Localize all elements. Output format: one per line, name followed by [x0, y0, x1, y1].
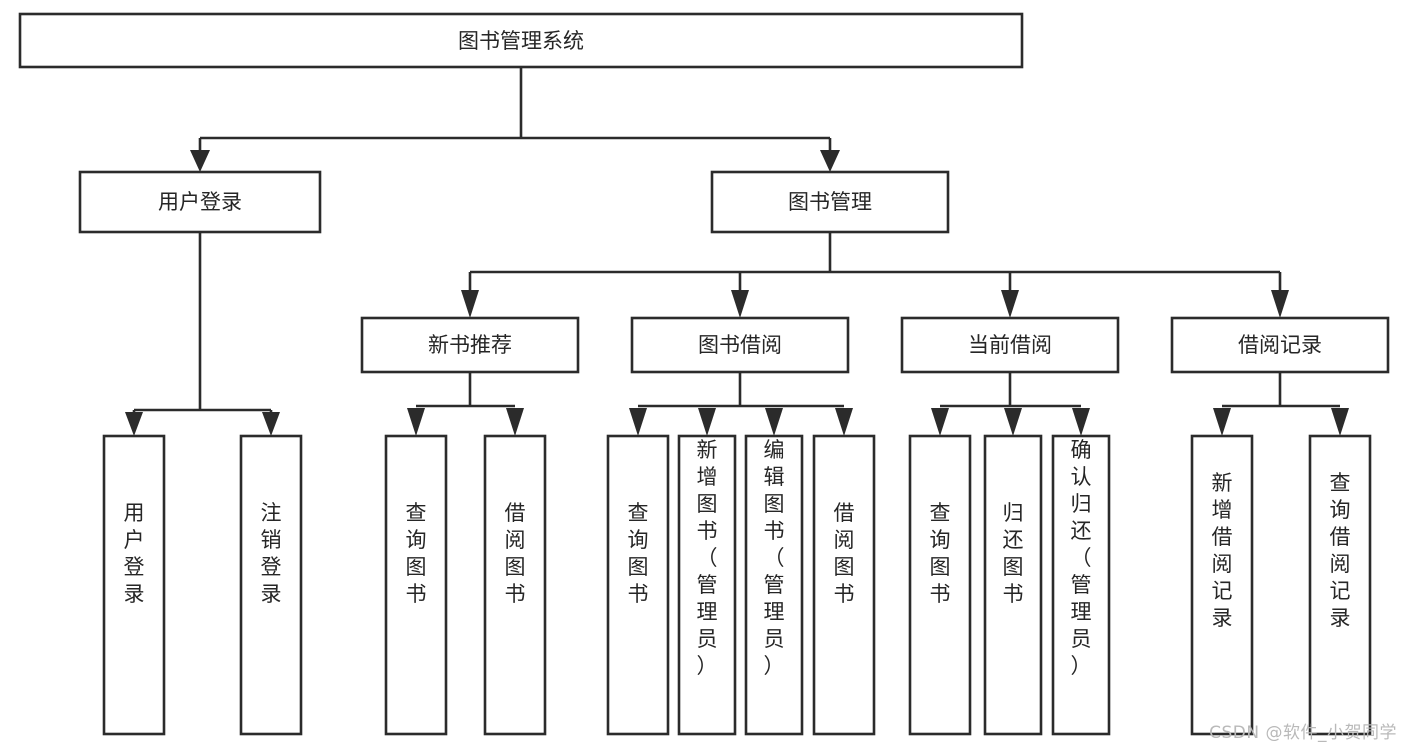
- arrow-head-borrow-book-recommend: [506, 408, 524, 436]
- node-query-book-borrow-label: 查询图书: [628, 501, 649, 606]
- node-root[interactable]: 图书管理系统: [18, 12, 1024, 69]
- node-book-borrow[interactable]: 图书借阅: [630, 316, 850, 374]
- node-book-management-rect[interactable]: [710, 170, 950, 234]
- arrow-head-logout-action: [262, 412, 280, 436]
- arrow-head-current-borrow: [1001, 290, 1019, 318]
- node-new-book-recommend-label: 新书推荐: [428, 333, 512, 357]
- node-query-book-recommend-rect[interactable]: [384, 434, 448, 736]
- node-query-borrow-record-label: 查询借阅记录: [1330, 471, 1351, 630]
- node-borrow-book-action-rect[interactable]: [812, 434, 876, 736]
- node-edit-book-admin-label: 编辑图书（管理员）: [764, 438, 785, 678]
- arrow-head-confirm-return-admin: [1072, 408, 1090, 436]
- node-add-borrow-record-label: 新增借阅记录: [1212, 471, 1233, 630]
- node-query-book-recommend[interactable]: 查询图书: [384, 434, 448, 736]
- node-root-rect[interactable]: [18, 12, 1024, 69]
- node-logout-action[interactable]: 注销登录: [239, 434, 303, 736]
- node-book-borrow-label: 图书借阅: [698, 333, 782, 357]
- node-borrow-book-action[interactable]: 借阅图书: [812, 434, 876, 736]
- node-add-borrow-record-rect[interactable]: [1190, 434, 1254, 736]
- node-new-book-recommend[interactable]: 新书推荐: [360, 316, 580, 374]
- csdn-watermark: CSDN @软件_小贺同学: [1209, 723, 1397, 743]
- connector-layer: [125, 67, 1349, 436]
- node-book-management-label: 图书管理: [788, 190, 872, 214]
- arrow-head-borrow-book-action: [835, 408, 853, 436]
- arrow-head-query-book-current: [931, 408, 949, 436]
- node-borrow-book-recommend[interactable]: 借阅图书: [483, 434, 547, 736]
- arrow-head-query-borrow-record: [1331, 408, 1349, 436]
- node-return-book[interactable]: 归还图书: [983, 434, 1043, 736]
- node-current-borrow-rect[interactable]: [900, 316, 1120, 374]
- node-return-book-label: 归还图书: [1003, 501, 1024, 606]
- arrow-head-book-management: [820, 150, 840, 172]
- node-edit-book-admin-rect[interactable]: [744, 434, 804, 736]
- arrow-head-add-book-admin: [698, 408, 716, 436]
- node-user-login-label: 用户登录: [158, 190, 242, 214]
- arrow-head-user-login: [190, 150, 210, 172]
- arrow-head-add-borrow-record: [1213, 408, 1231, 436]
- node-user-login-rect[interactable]: [78, 170, 322, 234]
- node-confirm-return-admin[interactable]: 确认归还（管理员）: [1051, 434, 1111, 736]
- node-borrow-record-rect[interactable]: [1170, 316, 1390, 374]
- node-new-book-recommend-rect[interactable]: [360, 316, 580, 374]
- node-return-book-rect[interactable]: [983, 434, 1043, 736]
- node-borrow-book-recommend-label: 借阅图书: [505, 501, 526, 606]
- arrow-head-borrow-record: [1271, 290, 1289, 318]
- node-user-login-action[interactable]: 用户登录: [102, 434, 166, 736]
- node-borrow-book-action-label: 借阅图书: [834, 501, 855, 606]
- arrow-head-user-login-action: [125, 412, 143, 436]
- arrow-head-edit-book-admin: [765, 408, 783, 436]
- node-query-book-current-rect[interactable]: [908, 434, 972, 736]
- node-edit-book-admin[interactable]: 编辑图书（管理员）: [744, 434, 804, 736]
- node-logout-action-label: 注销登录: [261, 501, 282, 606]
- arrow-head-query-book-recommend: [407, 408, 425, 436]
- node-user-login[interactable]: 用户登录: [78, 170, 322, 234]
- node-query-book-recommend-label: 查询图书: [406, 501, 427, 606]
- node-borrow-record[interactable]: 借阅记录: [1170, 316, 1390, 374]
- node-book-borrow-rect[interactable]: [630, 316, 850, 374]
- node-root-label: 图书管理系统: [458, 29, 584, 53]
- node-borrow-book-recommend-rect[interactable]: [483, 434, 547, 736]
- node-current-borrow-label: 当前借阅: [968, 333, 1052, 357]
- node-confirm-return-admin-label: 确认归还（管理员）: [1071, 438, 1092, 678]
- node-logout-action-rect[interactable]: [239, 434, 303, 736]
- arrow-head-book-borrow: [731, 290, 749, 318]
- node-add-borrow-record[interactable]: 新增借阅记录: [1190, 434, 1254, 736]
- node-book-management[interactable]: 图书管理: [710, 170, 950, 234]
- node-query-book-current[interactable]: 查询图书: [908, 434, 972, 736]
- node-query-book-current-label: 查询图书: [930, 501, 951, 606]
- arrow-head-return-book: [1004, 408, 1022, 436]
- node-current-borrow[interactable]: 当前借阅: [900, 316, 1120, 374]
- node-add-book-admin[interactable]: 新增图书（管理员）: [677, 434, 737, 736]
- node-user-login-action-label: 用户登录: [124, 501, 145, 606]
- node-confirm-return-admin-rect[interactable]: [1051, 434, 1111, 736]
- node-add-book-admin-label: 新增图书（管理员）: [697, 438, 718, 678]
- node-add-book-admin-rect[interactable]: [677, 434, 737, 736]
- arrow-head-query-book-borrow: [629, 408, 647, 436]
- node-query-borrow-record[interactable]: 查询借阅记录: [1308, 434, 1372, 736]
- node-query-borrow-record-rect[interactable]: [1308, 434, 1372, 736]
- arrow-head-new-book-recommend: [461, 290, 479, 318]
- node-user-login-action-rect[interactable]: [102, 434, 166, 736]
- node-query-book-borrow[interactable]: 查询图书: [606, 434, 670, 736]
- node-query-book-borrow-rect[interactable]: [606, 434, 670, 736]
- node-borrow-record-label: 借阅记录: [1238, 333, 1322, 357]
